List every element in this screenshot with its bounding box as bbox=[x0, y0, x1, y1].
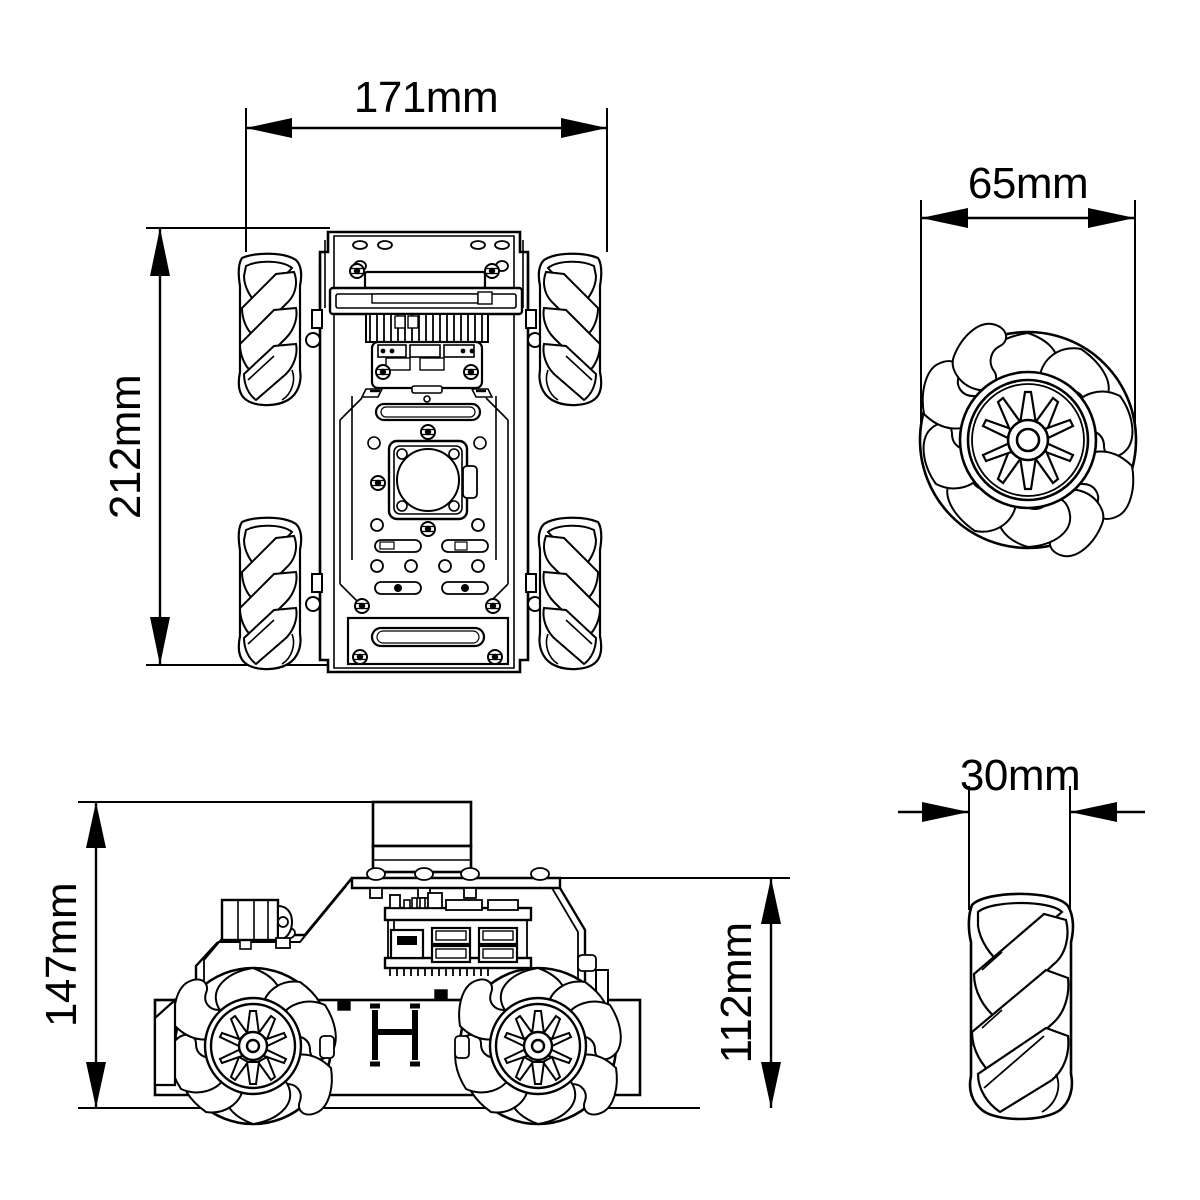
arrowhead-left bbox=[922, 802, 969, 822]
motor-axles bbox=[305, 309, 543, 612]
arrowhead-right bbox=[1088, 208, 1135, 228]
dimension-65mm: 65mm bbox=[921, 159, 1135, 228]
mecanum-wheel-rear-left bbox=[237, 516, 303, 671]
wheel-hub-spokes bbox=[981, 390, 1075, 491]
mecanum-wheel-side-rear bbox=[454, 966, 622, 1126]
dimension-label-147mm: 147mm bbox=[37, 883, 86, 1027]
wheel-edge-view: 30mm bbox=[898, 751, 1145, 1121]
heatsink-fins bbox=[365, 313, 489, 343]
chassis-slot-top bbox=[374, 402, 482, 422]
dimension-30mm: 30mm bbox=[898, 751, 1145, 822]
hole-pattern-lower bbox=[354, 518, 501, 614]
driver-board bbox=[370, 340, 484, 403]
arrowhead-bottom bbox=[761, 1062, 781, 1108]
camera-module bbox=[220, 898, 294, 949]
dimension-label-212mm: 212mm bbox=[101, 375, 150, 519]
arrowhead-right bbox=[1070, 802, 1117, 822]
dimension-label-65mm: 65mm bbox=[968, 159, 1088, 208]
orientation-markers bbox=[360, 388, 494, 398]
arrowhead-left bbox=[921, 208, 968, 228]
top-view-extension-lines bbox=[146, 108, 608, 666]
arrowhead-bottom bbox=[86, 1062, 106, 1108]
dimension-212mm: 212mm bbox=[101, 228, 170, 665]
side-view: 147mm 112mm bbox=[37, 800, 790, 1126]
arrowhead-top bbox=[761, 878, 781, 924]
dimension-171mm: 171mm bbox=[246, 73, 607, 138]
arrowhead-top bbox=[86, 802, 106, 848]
arrowhead-top bbox=[150, 228, 170, 276]
mecanum-wheel-front-right bbox=[537, 252, 603, 407]
camera-mount bbox=[367, 424, 487, 537]
top-view: 171mm 212mm bbox=[101, 73, 608, 674]
wheel-face-view: 65mm bbox=[918, 159, 1138, 558]
dimension-112mm: 112mm bbox=[712, 878, 781, 1108]
wheel-edge-extension-lines bbox=[968, 786, 1071, 910]
mecanum-wheel-side-front bbox=[153, 966, 337, 1126]
lidar-module bbox=[371, 800, 473, 874]
mecanum-wheel-edge bbox=[967, 892, 1075, 1121]
dimension-label-171mm: 171mm bbox=[354, 73, 498, 122]
arrowhead-left bbox=[246, 118, 292, 138]
dimension-label-112mm: 112mm bbox=[712, 923, 761, 1064]
chassis-slot-bottom bbox=[346, 616, 510, 666]
dimension-147mm: 147mm bbox=[37, 802, 106, 1108]
raspberry-pi bbox=[328, 263, 524, 316]
arrowhead-right bbox=[561, 118, 607, 138]
raspberry-pi bbox=[383, 892, 533, 976]
dimension-label-30mm: 30mm bbox=[960, 751, 1080, 800]
mecanum-wheel-face bbox=[918, 322, 1138, 558]
arrowhead-bottom bbox=[150, 617, 170, 665]
wheel-face-extension-lines bbox=[920, 200, 1136, 425]
mecanum-wheel-front-left bbox=[237, 252, 303, 407]
mecanum-wheel-rear-right bbox=[537, 516, 603, 671]
